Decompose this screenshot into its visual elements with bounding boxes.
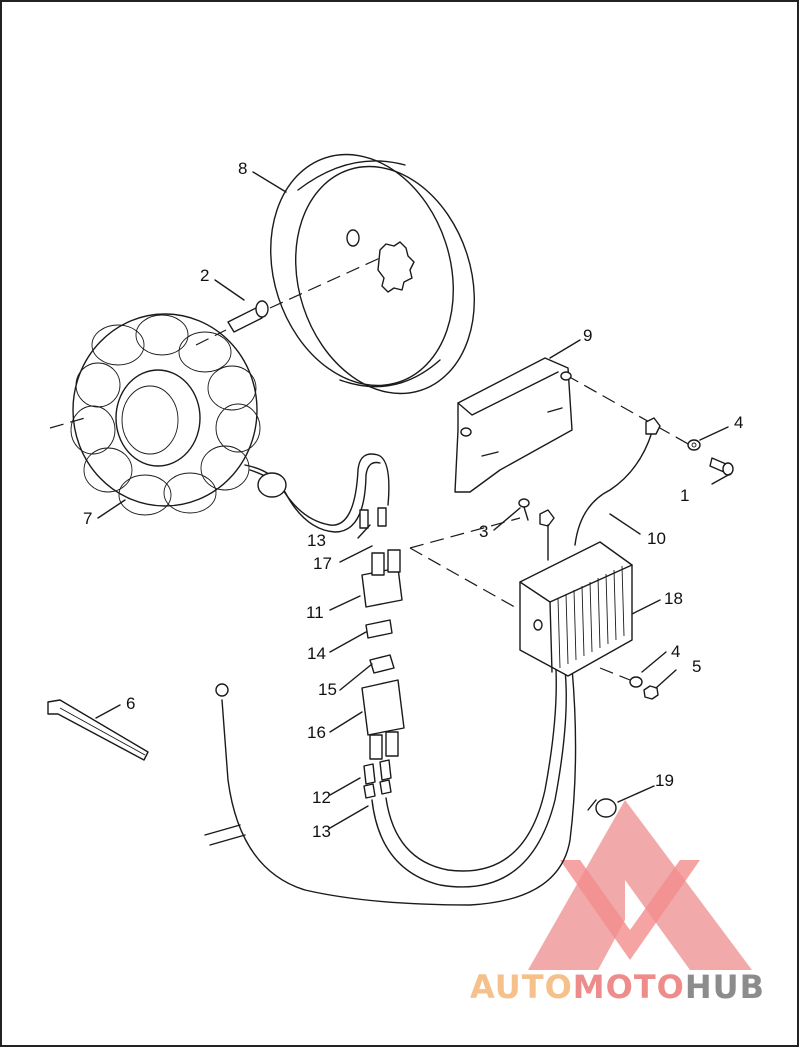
callout-16: 16	[307, 723, 326, 742]
callout-13-upper: 13	[307, 531, 326, 550]
watermark-text: AUTOMOTOHUB	[470, 968, 765, 1006]
stator-wiring	[244, 453, 390, 533]
callout-12: 12	[312, 788, 331, 807]
leader-lines	[95, 171, 731, 829]
stator-part-7	[49, 313, 261, 516]
nut-part-5	[643, 685, 659, 700]
connector-part-11	[361, 549, 403, 608]
callout-7: 7	[83, 509, 92, 528]
watermark-hub: HUB	[685, 968, 765, 1006]
callout-17: 17	[313, 554, 332, 573]
rotor-part-8	[270, 153, 476, 395]
watermark-logo: AUTOMOTOHUB	[470, 800, 765, 1006]
callout-11: 11	[306, 603, 324, 622]
clip-part-19	[587, 798, 617, 818]
voltage-regulator-part-18	[519, 541, 633, 677]
callout-19: 19	[655, 771, 674, 790]
watermark-moto: MOTO	[573, 968, 685, 1006]
washer-part-4-upper	[687, 439, 701, 451]
terminals-part-12	[363, 759, 392, 799]
terminal-lock-part-15	[369, 654, 395, 674]
callout-9: 9	[583, 326, 592, 345]
callout-5: 5	[692, 657, 701, 676]
watermark-auto: AUTO	[470, 968, 573, 1006]
callout-6: 6	[126, 694, 135, 713]
callout-2: 2	[200, 266, 209, 285]
terminal-lock-part-14	[365, 619, 393, 639]
ground-wire-part-10	[574, 417, 661, 546]
callout-8: 8	[238, 159, 247, 178]
callout-10: 10	[647, 529, 666, 548]
bracket-part-9	[454, 357, 691, 493]
cable-strap-part-6	[47, 699, 149, 761]
callout-4-lower: 4	[671, 642, 680, 661]
screw-part-3	[518, 498, 555, 561]
callout-14: 14	[307, 644, 326, 663]
washer-part-4-lower	[629, 676, 643, 688]
screw-part-1	[709, 457, 734, 476]
callout-numbers: 8 2 9 4 1 7 13 3 10 17 11 18 14 4 5 15 6…	[83, 159, 743, 841]
regulator-wiring	[204, 667, 577, 906]
callout-3: 3	[479, 522, 488, 541]
callout-4-upper: 4	[734, 413, 743, 432]
screw-part-2	[195, 257, 381, 346]
callout-18: 18	[664, 589, 683, 608]
connector-part-16	[361, 679, 405, 760]
callout-15: 15	[318, 680, 337, 699]
callout-13-lower: 13	[312, 822, 331, 841]
callout-1: 1	[680, 486, 689, 505]
